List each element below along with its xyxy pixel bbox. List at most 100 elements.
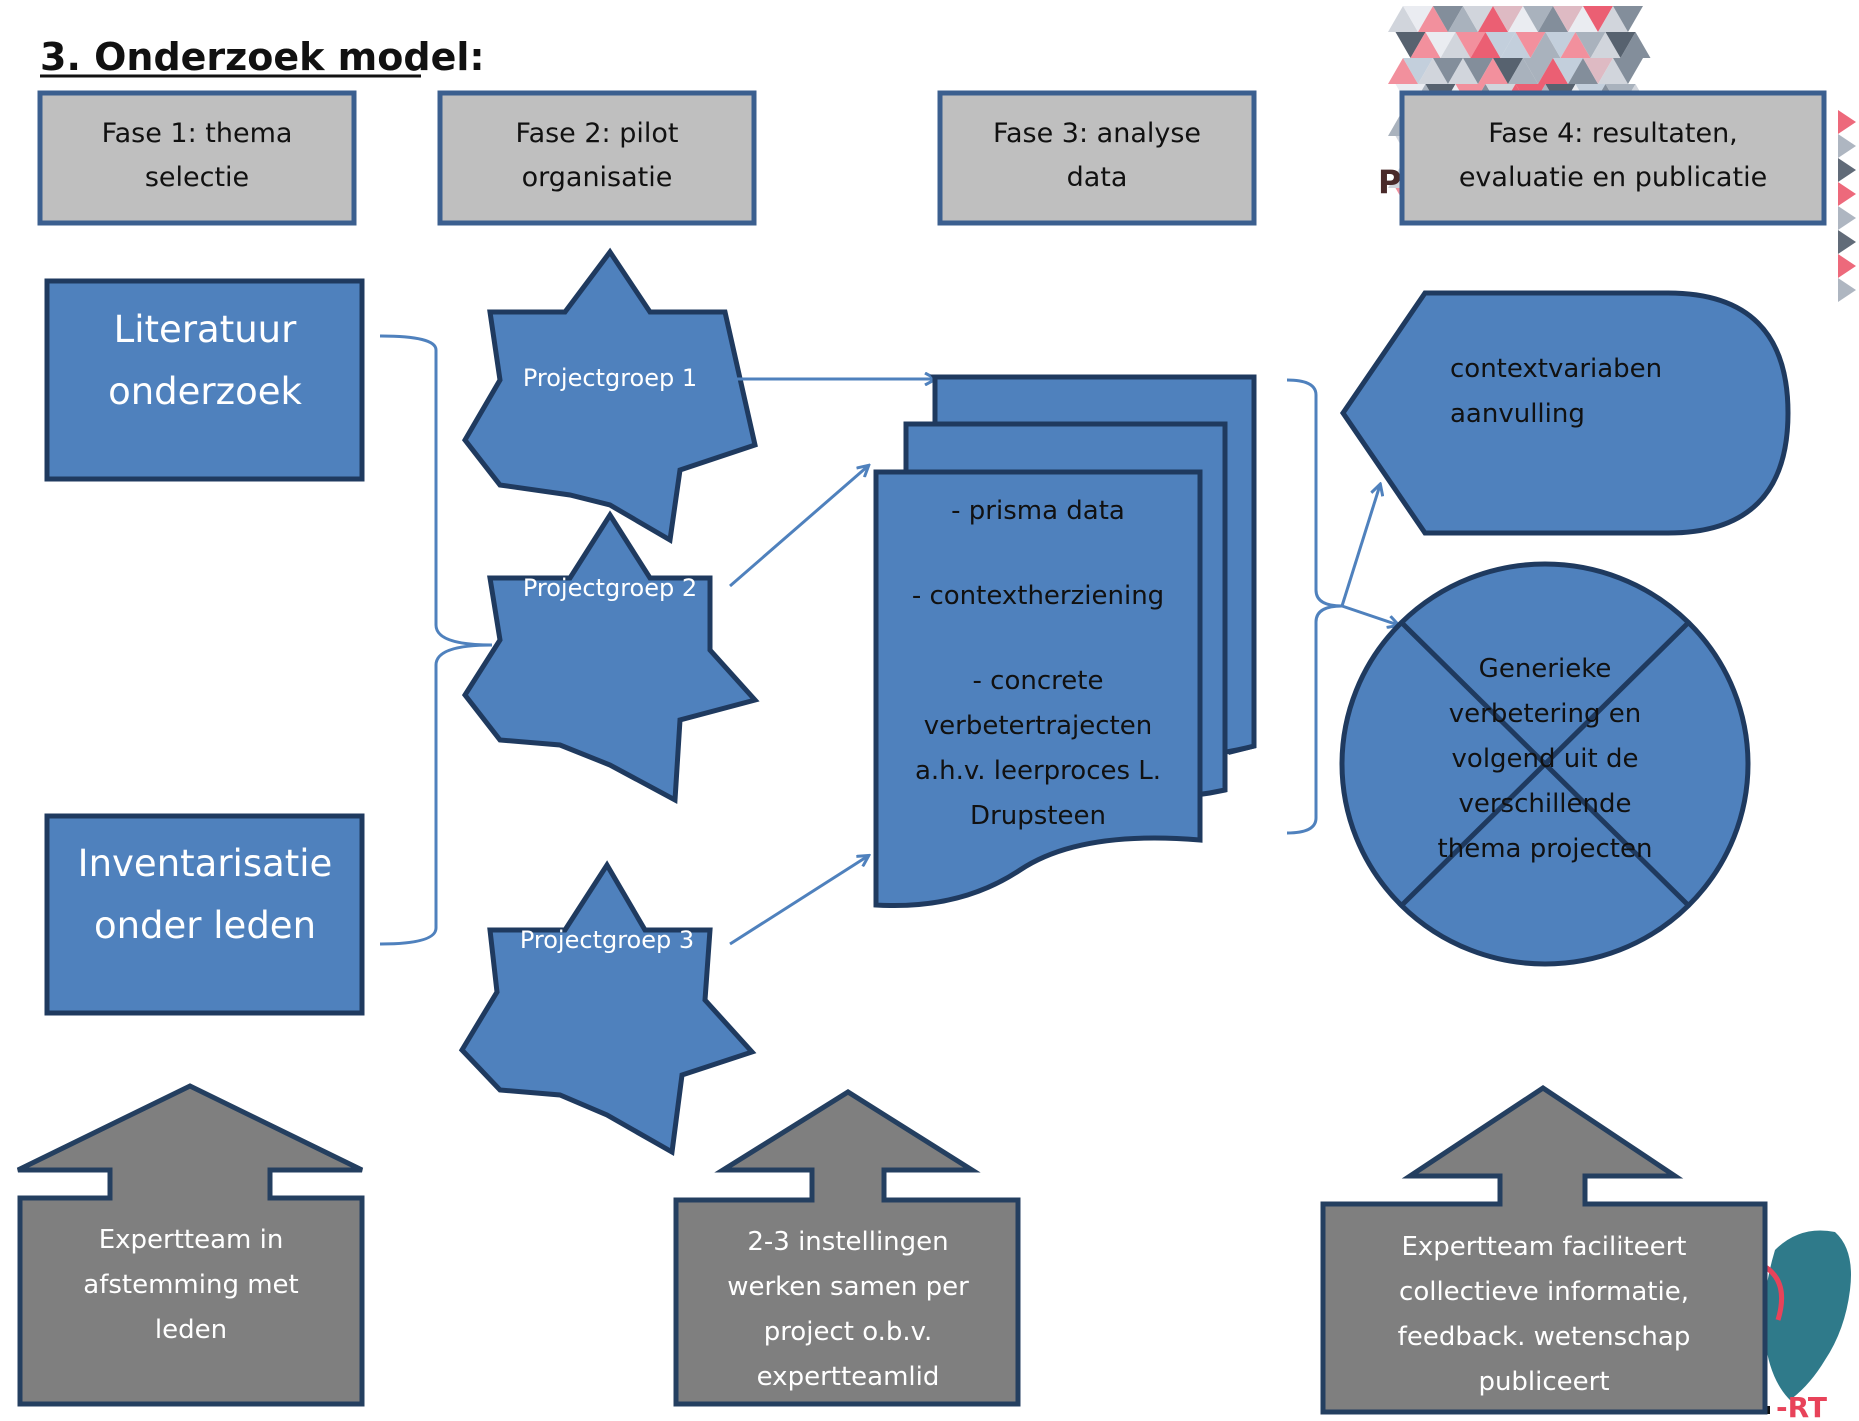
context-line-1: contextvariaben: [1450, 354, 1662, 384]
inventarisatie-line-2: onder leden: [94, 904, 316, 947]
support-1-line-2: afstemming met: [83, 1270, 298, 1300]
phase-3-line-1: Fase 3: analyse: [993, 118, 1201, 149]
generic-line-4: verschillende: [1458, 789, 1631, 819]
decorative-triangle: [1838, 230, 1856, 254]
decorative-triangle: [1403, 58, 1433, 84]
left-brace-connector: [379, 334, 493, 946]
arrow-to-generic: [1341, 604, 1398, 625]
decorative-triangle: [1523, 58, 1553, 84]
decorative-triangle: [1433, 58, 1463, 84]
support-3-line-4: publiceert: [1478, 1367, 1609, 1397]
projectgroep-1-label: Projectgroep 1: [523, 364, 697, 392]
decorative-triangle: [1508, 6, 1538, 32]
decorative-triangle: [1838, 182, 1856, 206]
generic-improvements-circle: Generieke verbetering en volgend uit de …: [1339, 561, 1751, 967]
projectgroep-3-label: Projectgroep 3: [520, 926, 694, 954]
phase-2-line-1: Fase 2: pilot: [516, 118, 679, 149]
analysis-line-5: a.h.v. leerproces L.: [915, 756, 1161, 786]
decorative-triangle: [1545, 32, 1576, 58]
decorative-triangle: [1838, 254, 1856, 278]
decorative-triangle: [1463, 6, 1493, 32]
projectgroep-2-label: Projectgroep 2: [523, 574, 697, 602]
phase-1-line-1: Fase 1: thema: [102, 118, 293, 149]
decorative-triangle: [1530, 32, 1561, 58]
decorative-triangle: [1388, 58, 1418, 84]
inventarisatie-box: Inventarisatie onder leden: [44, 813, 365, 1016]
analysis-line-6: Drupsteen: [970, 801, 1106, 831]
decorative-triangle: [1440, 32, 1471, 58]
phase-4-line-2: evaluatie en publicatie: [1459, 162, 1767, 193]
decorative-triangle: [1838, 278, 1856, 302]
phase-4-header: Fase 4: resultaten, evaluatie en publica…: [1399, 90, 1827, 226]
support-2-line-2: werken samen per: [727, 1272, 969, 1302]
generic-line-5: thema projecten: [1438, 834, 1653, 864]
decorative-triangle: [1620, 32, 1651, 58]
decorative-triangle: [1433, 6, 1463, 32]
support-1-line-1: Expertteam in: [99, 1225, 284, 1255]
decorative-triangle: [1470, 32, 1501, 58]
decorative-triangle: [1553, 6, 1583, 32]
decorative-triangle: [1395, 32, 1426, 58]
decorative-triangle: [1560, 32, 1591, 58]
phase-1-line-2: selectie: [145, 162, 249, 193]
phase-3-line-2: data: [1067, 162, 1128, 193]
support-2-line-4: expertteamlid: [757, 1362, 940, 1392]
decorative-triangle: [1455, 32, 1486, 58]
arrow-to-context: [1340, 485, 1380, 607]
decorative-triangle: [1463, 58, 1493, 84]
decorative-triangle: [1838, 110, 1856, 134]
phase-1-header: Fase 1: thema selectie: [37, 90, 357, 226]
decorative-triangle: [1478, 58, 1508, 84]
support-2-line-3: project o.b.v.: [764, 1317, 933, 1347]
decorative-triangle: [1403, 6, 1433, 32]
phase-2-line-2: organisatie: [522, 162, 673, 193]
phase-3-header: Fase 3: analyse data: [937, 90, 1257, 226]
support-callout-2: 2-3 instellingen werken samen per projec…: [673, 1089, 1021, 1407]
support-callout-3: Expertteam faciliteert collectieve infor…: [1320, 1084, 1768, 1415]
decorative-triangle: [1410, 32, 1441, 58]
decorative-triangle: [1553, 58, 1583, 84]
phase-4-line-1: Fase 4: resultaten,: [1488, 118, 1738, 149]
support-callout-1: Expertteam in afstemming met leden: [16, 1083, 365, 1407]
right-brace-connector: [1286, 378, 1343, 835]
analysis-documents: - prisma data - contextherziening - conc…: [873, 374, 1257, 909]
literatuur-line-2: onderzoek: [108, 370, 302, 413]
corner-logo-text: -RT: [1776, 1391, 1827, 1421]
support-3-line-1: Expertteam faciliteert: [1401, 1232, 1686, 1262]
decorative-triangle: [1448, 6, 1478, 32]
decorative-triangle: [1605, 32, 1636, 58]
literatuur-onderzoek-box: Literatuur onderzoek: [44, 278, 365, 482]
analysis-line-3: - concrete: [973, 666, 1104, 696]
decorative-triangle: [1425, 32, 1456, 58]
support-3-line-2: collectieve informatie,: [1399, 1277, 1689, 1307]
decorative-triangle: [1568, 6, 1598, 32]
decorative-triangle: [1590, 32, 1621, 58]
arrow-projectgroep-2: [729, 466, 868, 588]
analysis-line-2: - contextherziening: [912, 581, 1164, 611]
decorative-triangle: [1448, 58, 1478, 84]
decorative-triangle: [1493, 58, 1523, 84]
arrow-projectgroep-3: [729, 856, 868, 946]
decorative-triangle: [1583, 6, 1613, 32]
decorative-triangle: [1575, 32, 1606, 58]
partial-letter-behind-header: P: [1378, 163, 1401, 201]
generic-line-2: verbetering en: [1449, 699, 1641, 729]
decorative-triangle: [1388, 6, 1418, 32]
decorative-triangle: [1538, 6, 1568, 32]
projectgroep-1-star: Projectgroep 1: [461, 247, 758, 545]
projectgroep-2-star: Projectgroep 2: [461, 510, 760, 805]
projectgroep-3-star: Projectgroep 3: [458, 860, 757, 1157]
decorative-triangle: [1515, 32, 1546, 58]
context-line-2: aanvulling: [1450, 399, 1585, 429]
decorative-triangle: [1598, 6, 1628, 32]
decorative-triangle: [1508, 58, 1538, 84]
context-variables-display: contextvariaben aanvulling: [1339, 290, 1791, 536]
decorative-triangle: [1418, 58, 1448, 84]
decorative-triangle: [1538, 58, 1568, 84]
analysis-line-1: - prisma data: [951, 496, 1125, 526]
decorative-triangle: [1500, 32, 1531, 58]
decorative-triangle: [1613, 58, 1643, 84]
decorative-triangle: [1493, 6, 1523, 32]
phase-2-header: Fase 2: pilot organisatie: [437, 90, 757, 226]
